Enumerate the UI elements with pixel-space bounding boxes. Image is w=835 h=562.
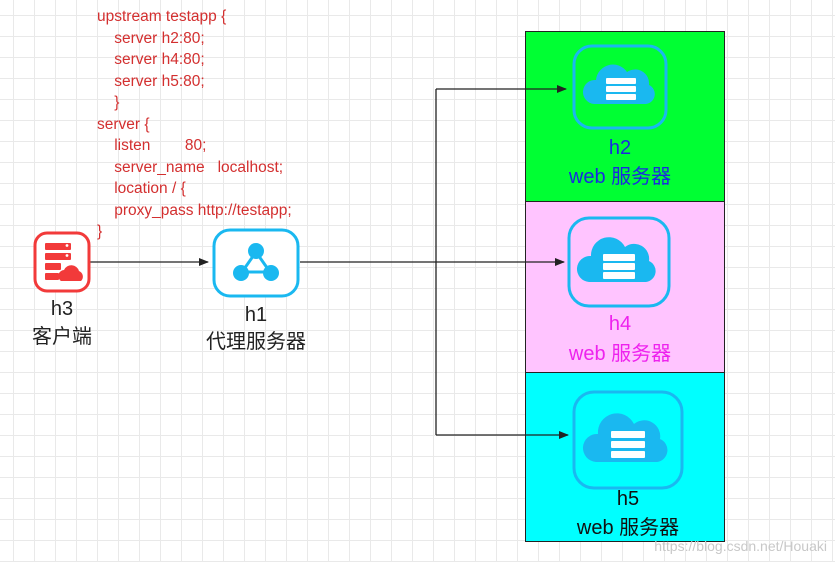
- code-line: listen 80;: [97, 137, 207, 154]
- nginx-config-code: upstream testapp { server h2:80; server …: [97, 6, 292, 243]
- proxy-role-label: 代理服务器: [206, 331, 306, 353]
- server-box-h4: [525, 201, 725, 373]
- code-line: }: [97, 94, 120, 111]
- server-h4-host-label: h4: [608, 313, 632, 335]
- server-box-h2: [525, 31, 725, 202]
- code-line: server h5:80;: [97, 72, 205, 90]
- code-line: server h4:80;: [97, 51, 205, 68]
- cloud-server-icon: [567, 216, 671, 308]
- watermark: https://blog.csdn.net/Houaki: [654, 538, 827, 554]
- code-line: upstream testapp {: [97, 8, 227, 25]
- server-h2-host-label: h2: [608, 137, 632, 159]
- code-line: }: [97, 223, 103, 240]
- code-line: location / {: [97, 180, 186, 197]
- client-host-label: h3: [50, 298, 74, 320]
- code-line: server h2:80;: [97, 29, 205, 47]
- server-h5-role-label: web 服务器: [576, 517, 680, 539]
- code-line: server {: [97, 115, 150, 133]
- server-h5-host-label: h5: [616, 488, 640, 510]
- client-server-icon: [33, 231, 91, 293]
- proxy-network-icon: [212, 228, 300, 298]
- server-h2-role-label: web 服务器: [568, 166, 672, 188]
- code-line: proxy_pass http://testapp;: [97, 201, 292, 219]
- proxy-host-label: h1: [244, 304, 268, 326]
- cloud-server-icon: [572, 44, 668, 130]
- server-h4-role-label: web 服务器: [568, 343, 672, 365]
- cloud-server-icon: [572, 390, 684, 490]
- client-role-label: 客户端: [32, 326, 92, 348]
- code-line: server_name localhost;: [97, 158, 284, 176]
